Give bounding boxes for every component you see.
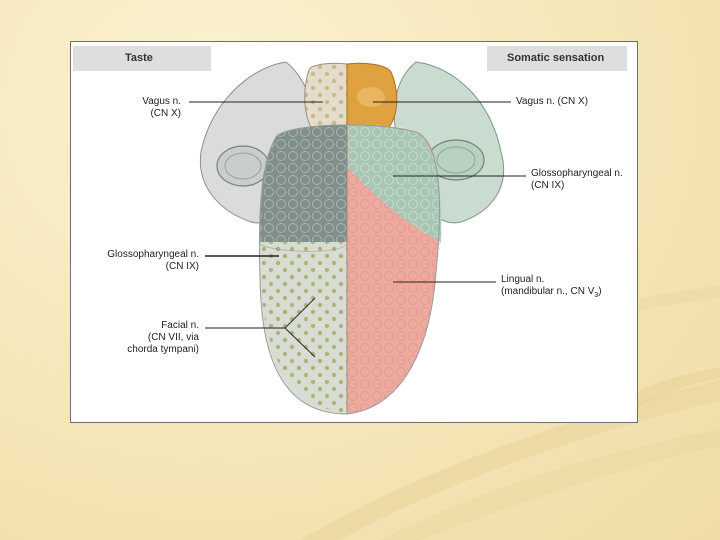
label-vagus-somatic: Vagus n. (CN X) <box>516 96 588 108</box>
label-glossopharyngeal-somatic: Glossopharyngeal n. (CN IX) <box>531 168 623 192</box>
tongue-innervation-figure: Taste Somatic sensation <box>70 41 638 423</box>
label-facial: Facial n. (CN VII, via chorda tympani) <box>73 320 199 356</box>
label-lingual: Lingual n. (mandibular n., CN V3) <box>501 274 602 302</box>
label-vagus-taste: Vagus n. (CN X) <box>111 96 181 120</box>
label-glossopharyngeal-taste: Glossopharyngeal n. (CN IX) <box>73 249 199 273</box>
vagus-region <box>305 63 397 127</box>
